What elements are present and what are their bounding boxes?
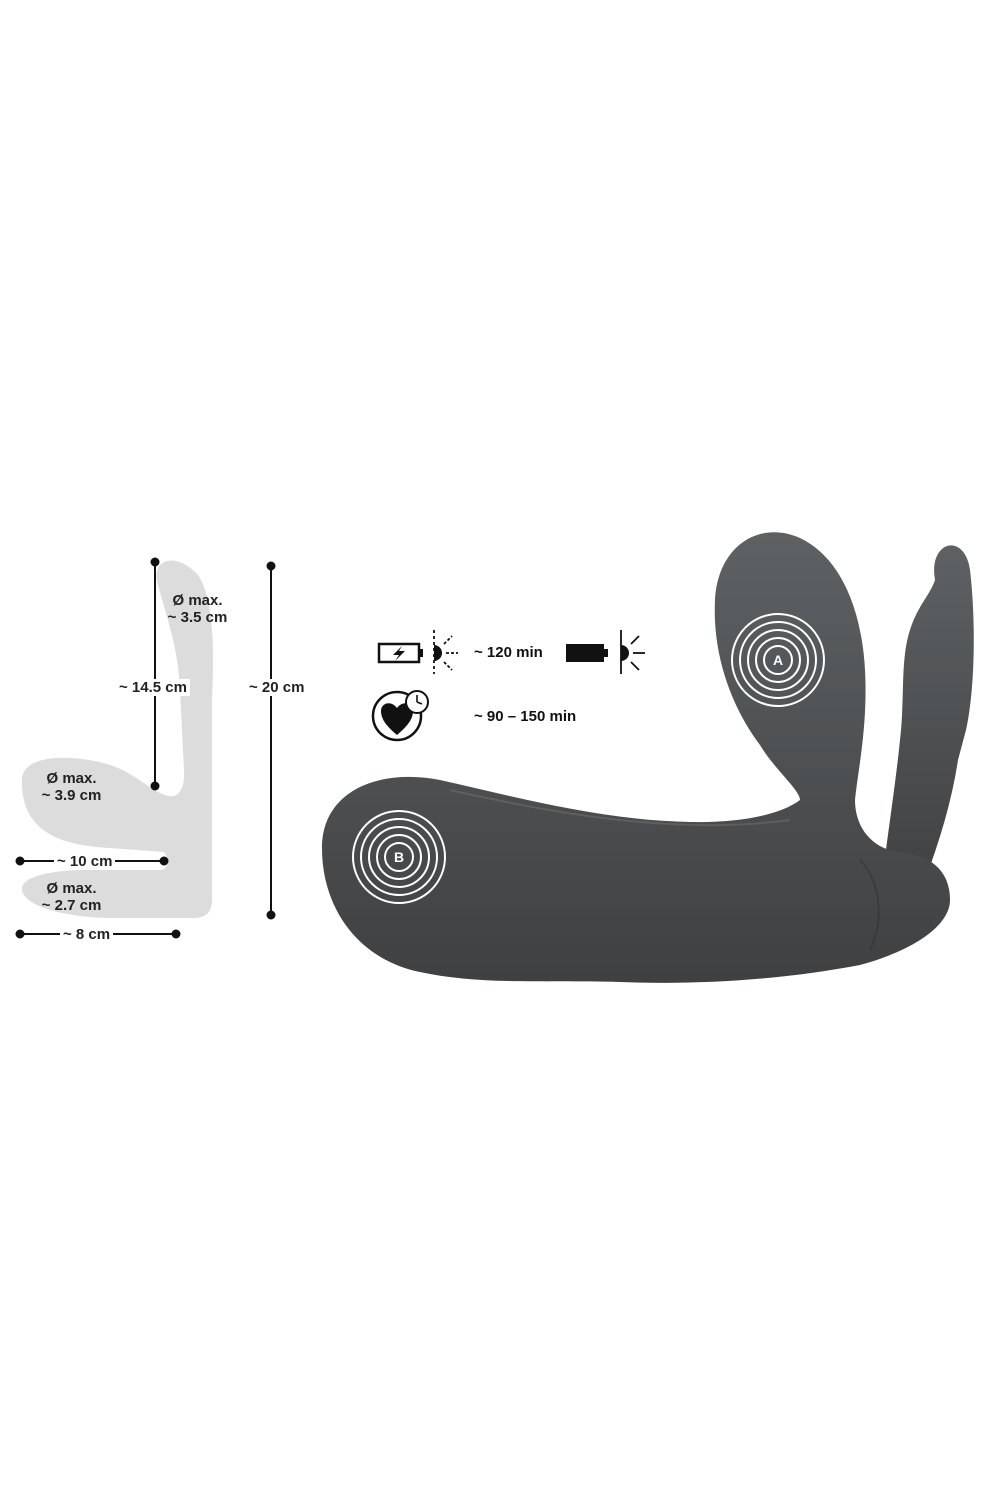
gap-length-label: ~ 10 cm <box>54 853 116 870</box>
silhouette-shape <box>21 560 214 918</box>
product-thin-arm <box>880 545 974 900</box>
zone-b-label: B <box>394 849 404 865</box>
total-length-label: ~ 20 cm <box>246 679 308 696</box>
upper-diameter-value: ~ 3.5 cm <box>167 609 228 626</box>
zone-b-rings <box>352 810 446 904</box>
product-seam <box>859 859 880 951</box>
base-length-label: ~ 8 cm <box>60 926 114 943</box>
charge-time-text: ~ 120 min <box>474 644 543 661</box>
lower-diameter-value: ~ 2.7 cm <box>41 897 102 914</box>
upper-arm-length-label: ~ 14.5 cm <box>116 679 190 696</box>
zone-a-label: A <box>773 652 783 668</box>
led-light-icon <box>620 630 645 674</box>
heart-clock-icon <box>371 690 429 742</box>
product-main-body <box>322 532 950 983</box>
battery-charging-icon <box>377 642 423 664</box>
total-length-line <box>266 561 276 920</box>
lower-diameter-title: Ø max. <box>46 880 97 897</box>
battery-full-icon <box>566 644 608 662</box>
lower-diameter-label: Ø max. ~ 2.7 cm <box>34 880 109 914</box>
middle-diameter-title: Ø max. <box>46 770 97 787</box>
middle-diameter-value: ~ 3.9 cm <box>41 787 102 804</box>
upper-diameter-title: Ø max. <box>172 592 223 609</box>
product-highlight <box>449 789 791 827</box>
usage-time-text: ~ 90 – 150 min <box>474 708 577 725</box>
middle-diameter-label: Ø max. ~ 3.9 cm <box>34 770 109 804</box>
base-length-line <box>15 929 181 939</box>
upper-diameter-label: Ø max. ~ 3.5 cm <box>160 592 235 626</box>
led-light-icon <box>433 630 458 674</box>
upper-arm-line <box>150 557 160 791</box>
zone-a-rings <box>731 613 825 707</box>
